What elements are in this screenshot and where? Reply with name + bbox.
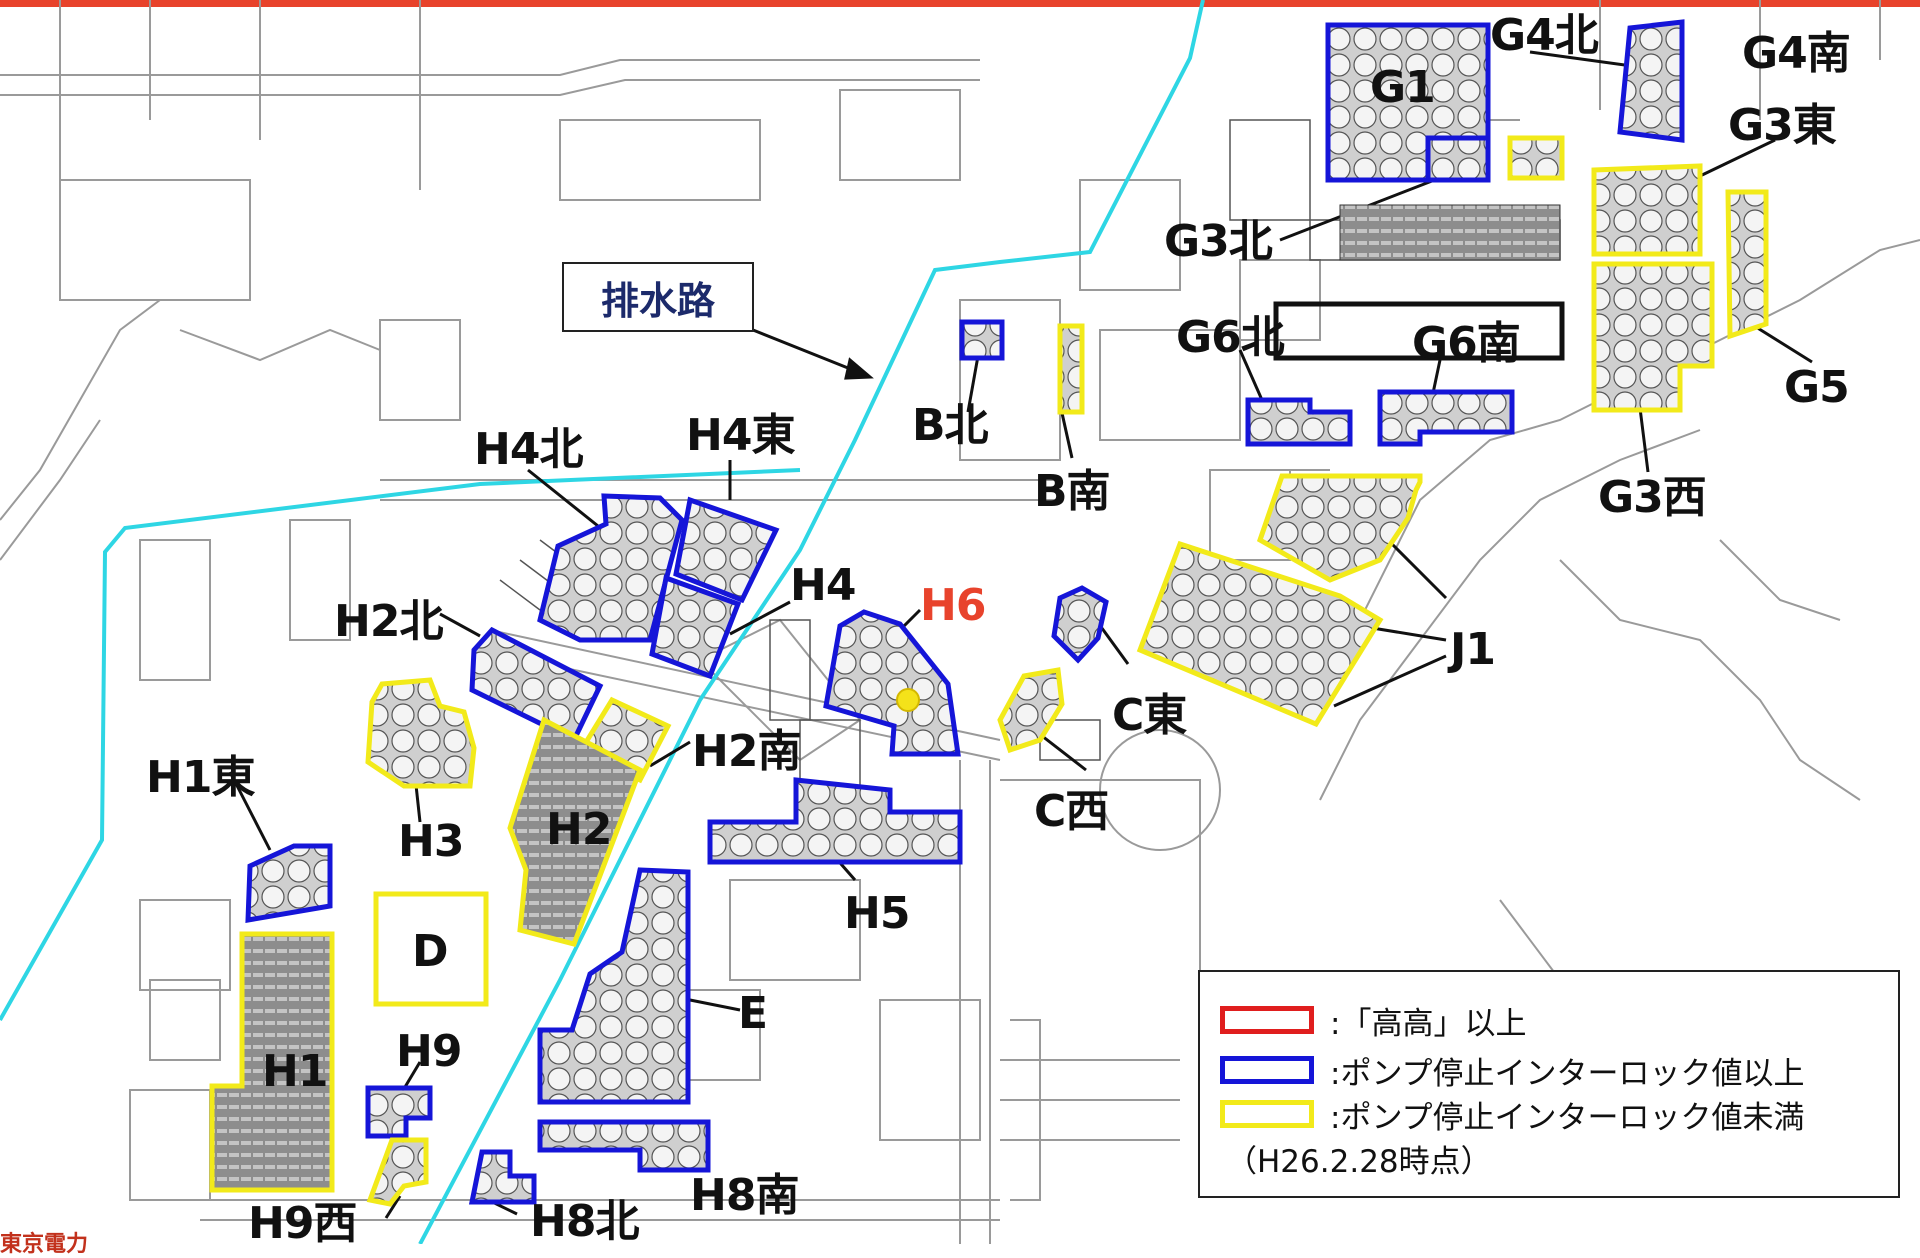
area-b-south <box>1057 323 1085 415</box>
label-g3-north: G3北 <box>1164 216 1273 267</box>
legend-swatch-yellow <box>1220 1100 1314 1128</box>
drain-label: 排水路 <box>562 262 754 332</box>
legend-item-blue: :ポンプ停止インターロック値以上 <box>1220 1052 1805 1092</box>
legend-swatch-blue <box>1220 1056 1314 1084</box>
label-g6-north: G6北 <box>1176 312 1285 363</box>
drain-arrow <box>747 326 874 380</box>
legend-swatch-red <box>1220 1006 1314 1034</box>
area-h9 <box>365 1085 433 1139</box>
label-g4-north: G4北 <box>1490 10 1599 61</box>
footer-logo: 東京電力 <box>0 1232 89 1257</box>
label-g1: G1 <box>1370 62 1436 113</box>
area-h5 <box>707 777 963 865</box>
area-g4-north <box>1507 135 1565 181</box>
area-j1-south <box>1136 540 1384 728</box>
g6-band-box <box>1273 301 1565 361</box>
area-g6-south <box>1377 389 1515 447</box>
label-g3-west: G3西 <box>1598 472 1707 523</box>
label-b-north: B北 <box>912 400 989 451</box>
area-h1 <box>209 931 335 1193</box>
yellow-areas <box>209 135 1769 1207</box>
area-h2-north <box>469 626 604 744</box>
label-j1: J1 <box>1450 624 1496 675</box>
area-h8-south <box>537 1119 711 1173</box>
drainage-channel-west <box>0 468 801 1021</box>
g3-north-bay <box>1339 204 1561 261</box>
label-h1-east: H1東 <box>146 752 255 803</box>
area-h4 <box>649 574 742 680</box>
label-e: E <box>738 988 768 1039</box>
area-h1-east <box>245 843 333 923</box>
blue-areas <box>245 19 1685 1205</box>
label-h3: H3 <box>398 816 464 867</box>
area-c-east <box>1051 585 1109 664</box>
label-h9: H9 <box>396 1026 462 1077</box>
area-h8-north <box>468 1149 537 1205</box>
label-c-west: C西 <box>1034 786 1109 837</box>
area-g6-north <box>1245 397 1353 447</box>
label-g3-east: G3東 <box>1728 100 1837 151</box>
label-g4-south: G4南 <box>1742 28 1851 79</box>
label-c-east: C東 <box>1112 690 1187 741</box>
area-e <box>537 867 691 1105</box>
label-g6-south: G6南 <box>1412 318 1521 369</box>
legend-item-red: :「高高」以上 <box>1220 1002 1526 1042</box>
label-h6: H6 <box>920 580 986 631</box>
label-g5: G5 <box>1784 362 1850 413</box>
label-h4-north: H4北 <box>474 424 583 475</box>
label-h4: H4 <box>790 560 856 611</box>
area-h9-west <box>366 1137 429 1207</box>
legend-item-yellow: :ポンプ停止インターロック値未満 <box>1220 1096 1805 1136</box>
area-c-west <box>997 667 1065 754</box>
label-h1: H1 <box>262 1046 328 1097</box>
label-b-south: B南 <box>1034 466 1111 517</box>
label-h5: H5 <box>844 888 910 939</box>
area-g4s <box>1617 19 1685 143</box>
label-h9-west: H9西 <box>248 1198 357 1249</box>
area-d <box>373 891 489 1007</box>
label-h2: H2 <box>546 804 612 855</box>
label-h2-north: H2北 <box>334 596 443 647</box>
area-h4-north <box>537 493 685 643</box>
area-j1-north <box>1256 473 1423 583</box>
label-h8-north: H8北 <box>530 1196 639 1247</box>
area-g3n <box>1425 135 1491 183</box>
area-h3 <box>365 677 477 789</box>
area-h2 <box>507 716 644 947</box>
area-g3-west <box>1591 261 1715 413</box>
legend-date-note: （H26.2.28時点） <box>1226 1144 1492 1180</box>
label-h8-south: H8南 <box>690 1170 799 1221</box>
area-h6 <box>823 609 961 757</box>
legend: :「高高」以上 :ポンプ停止インターロック値以上 :ポンプ停止インターロック値未… <box>1198 970 1900 1198</box>
legend-text-red: :「高高」以上 <box>1330 1005 1527 1042</box>
area-h4-east <box>673 496 780 604</box>
top-accent-bar <box>0 0 1920 7</box>
area-g5 <box>1725 189 1769 340</box>
area-b-north <box>959 319 1005 361</box>
legend-text-blue: :ポンプ停止インターロック値以上 <box>1330 1055 1805 1092</box>
label-h2-south: H2南 <box>692 726 801 777</box>
h6-marker <box>896 688 920 712</box>
label-h4-east: H4東 <box>686 410 795 461</box>
legend-text-yellow: :ポンプ停止インターロック値未満 <box>1330 1099 1805 1136</box>
label-d: D <box>412 926 449 977</box>
drainage-channel <box>418 0 1205 1244</box>
area-g3-east <box>1591 163 1703 257</box>
